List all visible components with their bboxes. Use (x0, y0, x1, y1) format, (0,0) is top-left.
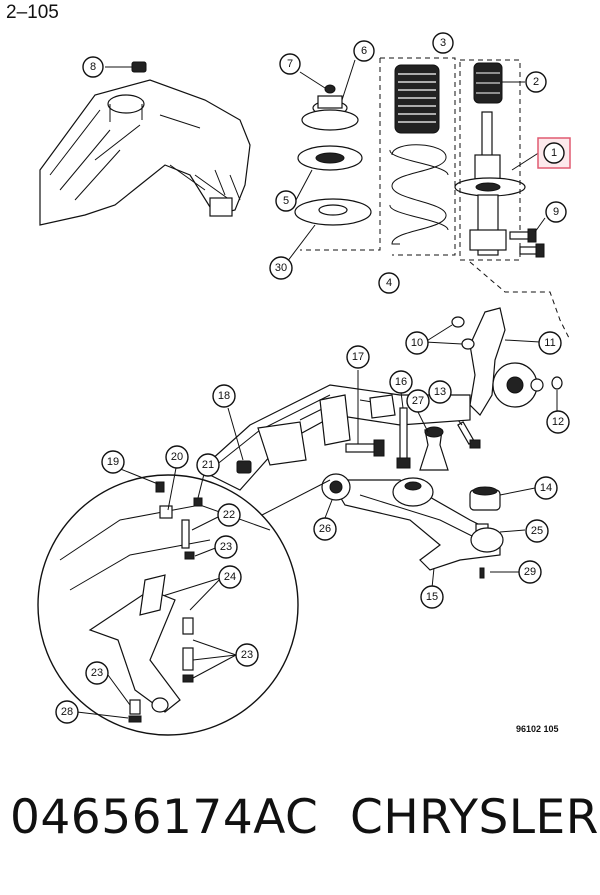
svg-text:26: 26 (319, 523, 331, 535)
callout-25: 25 (525, 519, 549, 543)
part-5-spring-seat (295, 145, 363, 201)
svg-text:14: 14 (540, 482, 552, 494)
svg-text:21: 21 (202, 459, 214, 471)
svg-text:7: 7 (287, 58, 293, 70)
detail-inset-circle (37, 465, 331, 736)
figure-code: 96102 105 (516, 724, 559, 734)
part-16-bolt (396, 391, 411, 469)
strut-knuckle-path (469, 261, 571, 341)
callout-5: 5 (275, 190, 297, 212)
part-27-ball-joint (417, 411, 449, 471)
svg-text:13: 13 (434, 386, 446, 398)
callout-18: 18 (212, 384, 236, 408)
callout-15: 15 (420, 585, 444, 609)
part-30-isolator (286, 198, 372, 263)
callout-8: 8 (82, 56, 104, 78)
callout-11: 11 (538, 331, 562, 355)
callout-16: 16 (389, 370, 413, 394)
callout-4: 4 (378, 272, 400, 294)
part-25-bushing (470, 523, 526, 553)
svg-text:23: 23 (241, 649, 253, 661)
svg-text:23: 23 (220, 541, 232, 553)
part-11-steering-knuckle (424, 307, 563, 416)
part-6-upper-mount (299, 59, 359, 131)
callout-2: 2 (525, 71, 547, 93)
fender-body-drawing (39, 79, 251, 226)
svg-text:15: 15 (426, 591, 438, 603)
svg-text:24: 24 (224, 571, 236, 583)
svg-text:1: 1 (551, 147, 557, 159)
part-1-strut-assembly (454, 59, 541, 261)
suspension-exploded-diagram: 1 2 3 4 5 6 7 8 9 10 11 12 13 14 15 16 1… (37, 32, 571, 736)
callout-14: 14 (534, 476, 558, 500)
svg-text:23: 23 (91, 667, 103, 679)
part-number: 04656174AC (10, 790, 319, 845)
part-14-bushing (469, 486, 536, 511)
callout-10: 10 (405, 331, 429, 355)
svg-text:25: 25 (531, 525, 543, 537)
callout-27: 27 (406, 389, 430, 413)
part-17-bolt (345, 370, 385, 457)
svg-text:8: 8 (90, 61, 96, 73)
svg-text:3: 3 (440, 37, 446, 49)
part-9-bolts (509, 217, 546, 258)
callout-28: 28 (55, 700, 79, 724)
svg-text:28: 28 (61, 706, 73, 718)
callout-19: 19 (101, 450, 125, 474)
svg-text:22: 22 (223, 509, 235, 521)
svg-text:27: 27 (412, 395, 424, 407)
part-29-screw (479, 567, 520, 579)
callout-7: 7 (279, 53, 301, 75)
callout-22: 22 (217, 503, 241, 527)
callout-23-upper: 23 (214, 535, 238, 559)
part-8-nut (105, 61, 147, 73)
callout-24: 24 (218, 565, 242, 589)
part-2-strut-bumper (473, 62, 525, 104)
svg-text:10: 10 (411, 337, 423, 349)
part-3-jounce-bumper (394, 64, 440, 134)
callout-9: 9 (545, 201, 567, 223)
svg-text:19: 19 (107, 456, 119, 468)
svg-text:2: 2 (533, 76, 539, 88)
svg-text:17: 17 (352, 351, 364, 363)
callout-30: 30 (269, 256, 293, 280)
callout-29: 29 (518, 560, 542, 584)
callout-26: 26 (313, 517, 337, 541)
svg-text:20: 20 (171, 451, 183, 463)
page-label: 2–105 (6, 2, 59, 23)
svg-text:11: 11 (544, 337, 555, 349)
svg-text:9: 9 (553, 206, 559, 218)
callout-3: 3 (432, 32, 454, 54)
svg-text:6: 6 (361, 45, 367, 57)
callout-1: 1 (537, 137, 571, 169)
svg-text:5: 5 (283, 195, 289, 207)
svg-text:12: 12 (552, 416, 564, 428)
callout-17: 17 (346, 345, 370, 369)
callout-12: 12 (546, 410, 570, 434)
part-18-nut (227, 407, 252, 474)
callout-13: 13 (428, 380, 452, 404)
svg-text:4: 4 (386, 277, 392, 289)
group-bracket (300, 58, 381, 251)
callout-21: 21 (196, 453, 220, 477)
callout-6: 6 (353, 40, 375, 62)
callout-23-middle: 23 (235, 643, 259, 667)
spring-group-bracket (380, 57, 456, 256)
callout-20: 20 (165, 445, 189, 469)
svg-text:18: 18 (218, 390, 230, 402)
brand-name: CHRYSLER (350, 790, 599, 845)
svg-text:30: 30 (275, 262, 287, 274)
svg-text:29: 29 (524, 566, 536, 578)
callout-23-lower: 23 (85, 661, 109, 685)
svg-text:16: 16 (395, 376, 407, 388)
part-4-coil-spring (389, 144, 449, 245)
